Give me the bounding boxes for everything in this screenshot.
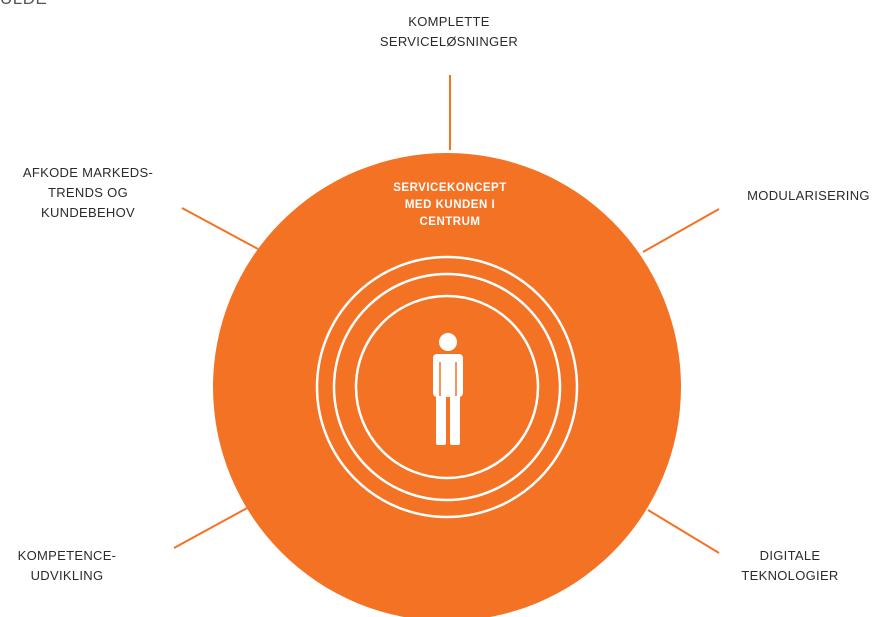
node-label-top: KOMPLETTE SERVICELØSNINGER <box>379 14 519 49</box>
inner-ring <box>354 294 540 480</box>
middle-ring <box>332 272 562 502</box>
node-label-bottom-right: DIGITALE TEKNOLOGIER <box>741 548 839 583</box>
connector-bottom-left <box>173 506 250 549</box>
center-title: SERVICEKONCEPT MED KUNDEN I CENTRUM <box>393 182 507 228</box>
connector-top-left <box>181 207 259 250</box>
clipped-heading: ULDE <box>0 0 47 9</box>
connector-bottom-right <box>647 509 720 554</box>
node-label-bottom-left: KOMPETENCE- UDVIKLING <box>17 548 117 583</box>
connector-right <box>642 208 720 253</box>
outer-ring <box>315 255 579 519</box>
node-label-top-left: AFKODE MARKEDS- TRENDS OG KUNDEBEHOV <box>22 165 154 220</box>
node-label-right: MODULARISERING <box>747 188 870 203</box>
